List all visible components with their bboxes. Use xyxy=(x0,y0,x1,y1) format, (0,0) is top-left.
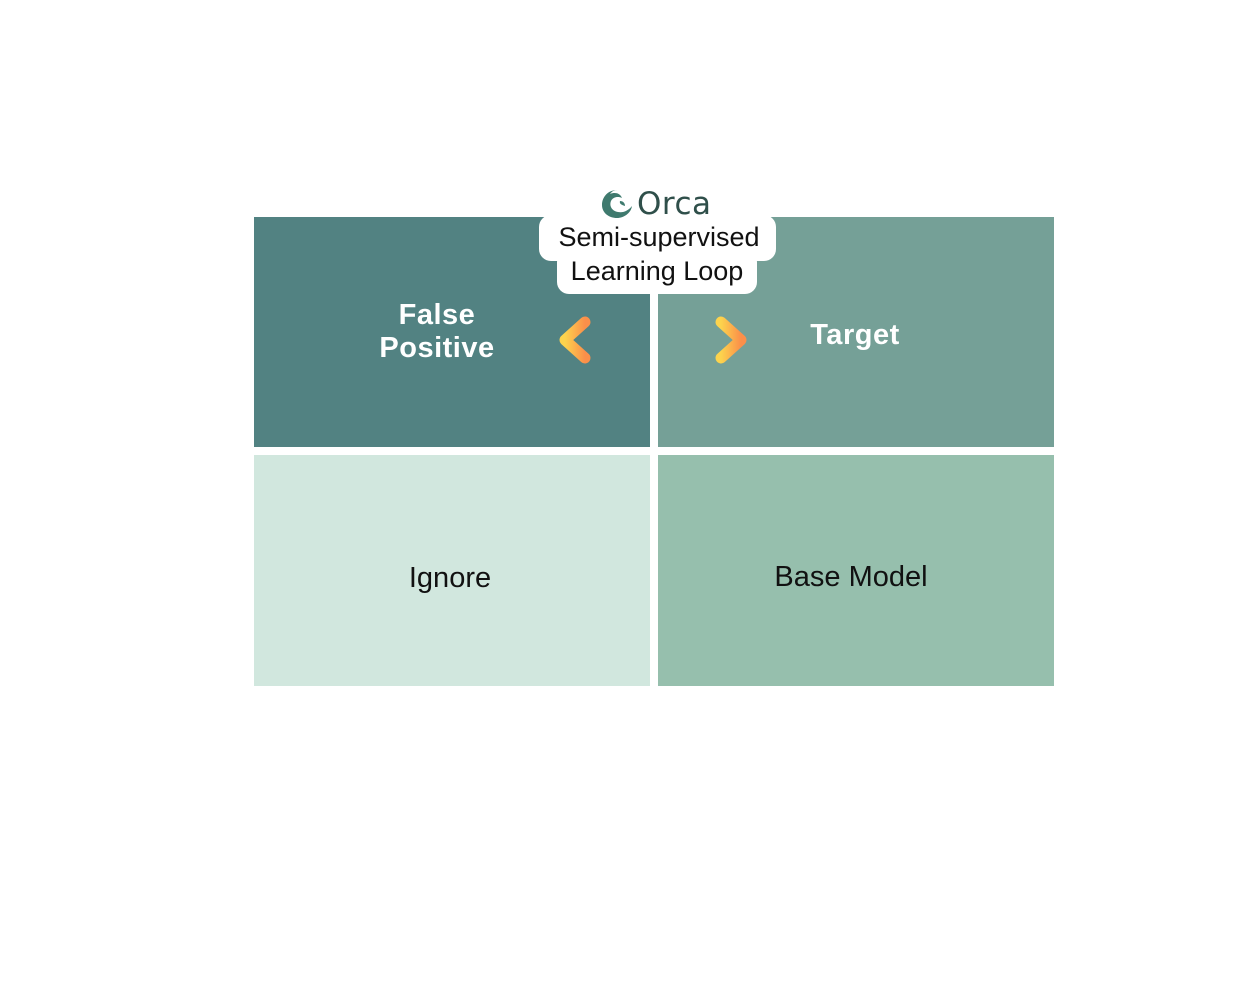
logo-text: Orca xyxy=(637,186,712,222)
quadrant-base-model xyxy=(658,455,1054,686)
double-headed-arrow-icon xyxy=(559,316,747,364)
ignore-label: Ignore xyxy=(408,562,492,594)
orca-logo: Orca xyxy=(598,186,712,222)
false-positive-line2: Positive xyxy=(379,332,495,364)
caption-bubble-lower xyxy=(557,250,757,294)
base-model-label: Base Model xyxy=(774,561,928,593)
target-label: Target xyxy=(810,319,900,351)
false-positive-label: False Positive xyxy=(352,299,522,365)
caption-line1: Semi-supervised xyxy=(558,222,760,252)
false-positive-line1: False xyxy=(398,299,476,331)
orca-swirl-icon xyxy=(602,189,632,219)
caption-line2: Learning Loop xyxy=(570,256,744,286)
quadrant-ignore xyxy=(254,455,650,686)
